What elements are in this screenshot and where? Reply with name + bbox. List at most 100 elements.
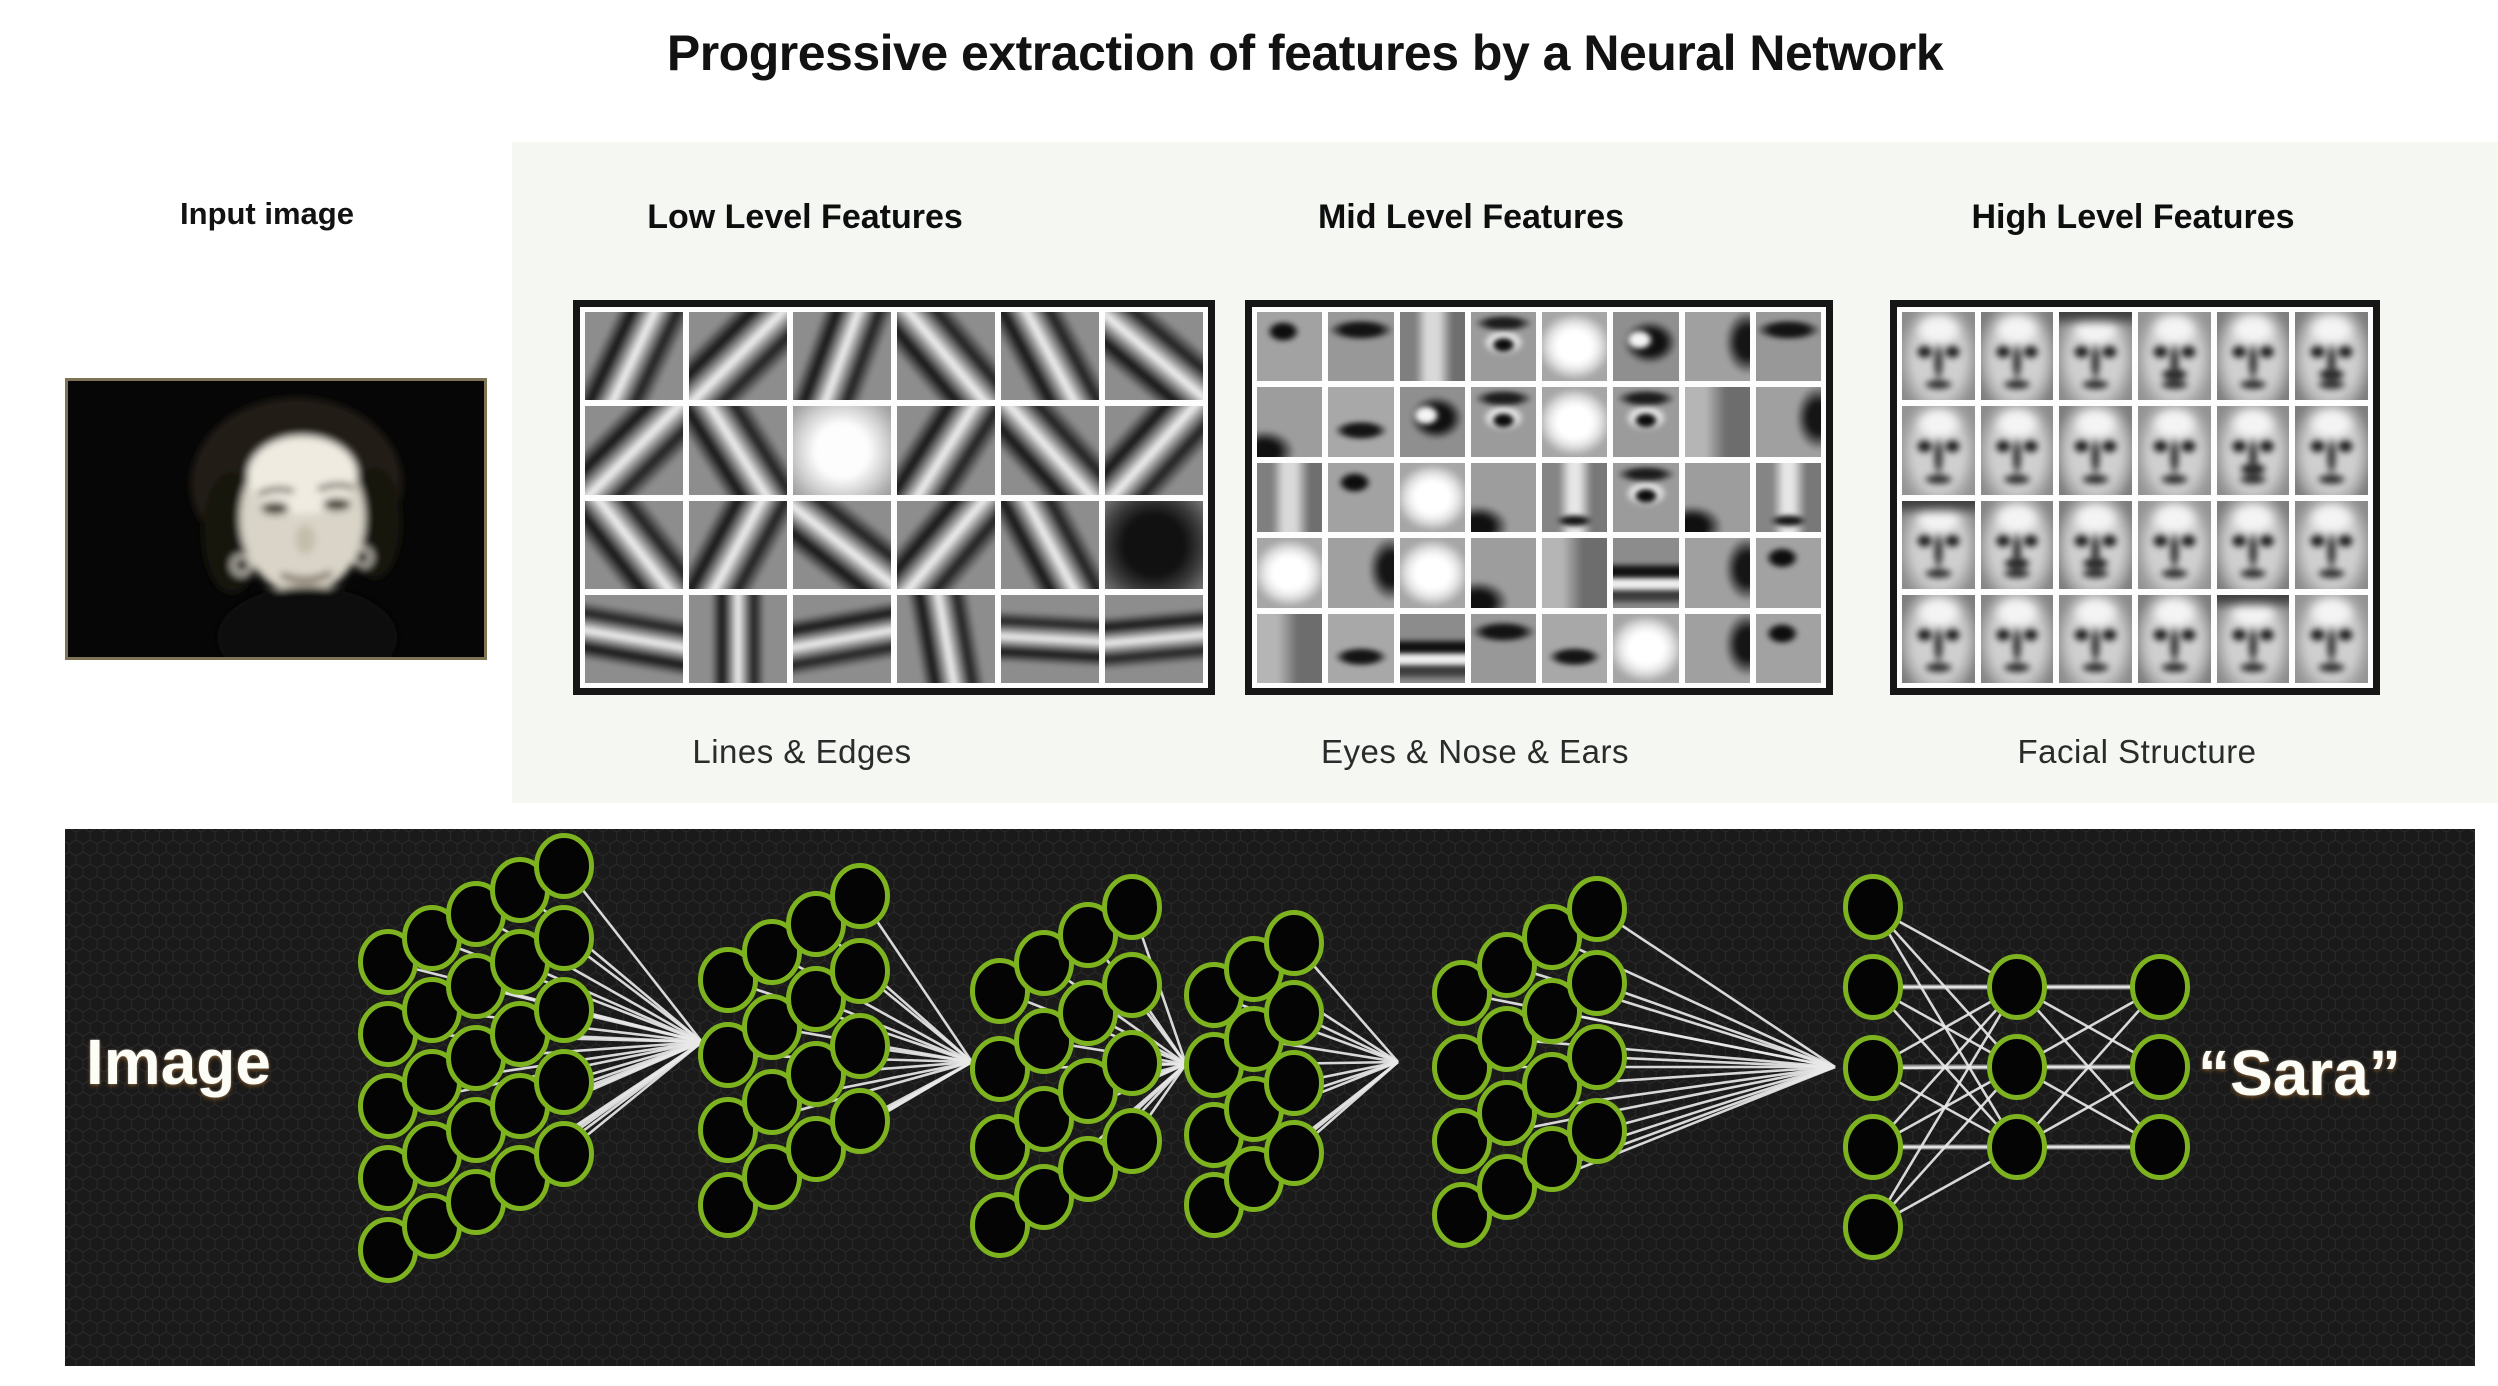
low-feature-tile xyxy=(689,312,787,401)
network-node xyxy=(698,947,758,1013)
network-node xyxy=(1477,1080,1537,1146)
high-feature-tile-image xyxy=(1980,406,2054,495)
network-node xyxy=(1058,980,1118,1046)
network-node xyxy=(1014,1086,1074,1152)
mid-feature-tile-image xyxy=(1755,613,1821,683)
high-feature-tile xyxy=(2216,500,2290,589)
low-level-title: Low Level Features xyxy=(647,198,963,236)
low-feature-tile xyxy=(793,500,891,589)
mid-feature-tile-image xyxy=(1399,538,1465,608)
network-node xyxy=(534,1049,594,1115)
fc-link xyxy=(1872,1066,2018,1228)
network-node xyxy=(1843,1114,1903,1180)
network-node xyxy=(1843,874,1903,940)
high-feature-tile-image xyxy=(2059,500,2132,589)
mid-feature-tile xyxy=(1328,462,1394,533)
low-feature-tile xyxy=(897,500,995,589)
low-feature-tile xyxy=(793,406,891,495)
network-node xyxy=(786,966,846,1032)
mid-feature-tile xyxy=(1399,312,1465,382)
mid-feature-tile-image xyxy=(1470,613,1536,683)
funnel-link xyxy=(858,895,974,1063)
mid-feature-tile-image xyxy=(1755,387,1821,457)
mid-feature-tile xyxy=(1399,613,1465,683)
mid-feature-tile xyxy=(1399,538,1465,608)
network-nodes xyxy=(358,833,2190,1283)
mid-feature-tile-image xyxy=(1613,538,1679,608)
low-feature-tile xyxy=(793,312,891,401)
mid-feature-tile-image xyxy=(1328,538,1394,608)
mid-feature-tile-image xyxy=(1257,538,1323,608)
mid-feature-tile-image xyxy=(1257,613,1323,683)
input-image-label: Input image xyxy=(180,196,354,231)
mid-feature-tile-image xyxy=(1613,312,1679,382)
low-feature-tile xyxy=(1105,312,1203,401)
high-feature-tile-image xyxy=(2216,312,2290,401)
high-feature-tile-image xyxy=(2059,312,2132,401)
mid-feature-tile-image xyxy=(1755,312,1821,382)
low-feature-tile-image xyxy=(1105,500,1203,589)
low-feature-tile-image xyxy=(689,406,787,495)
network-graphic xyxy=(65,829,2475,1366)
mid-feature-tile-image xyxy=(1613,613,1679,683)
mid-feature-tile xyxy=(1257,538,1323,608)
low-feature-tile xyxy=(1001,312,1099,401)
network-node xyxy=(2130,954,2190,1020)
low-feature-tile xyxy=(585,594,683,683)
mid-feature-tile-image xyxy=(1755,538,1821,608)
network-node xyxy=(2130,1114,2190,1180)
mid-feature-tile xyxy=(1684,462,1750,533)
mid-feature-tile-image xyxy=(1542,462,1608,533)
network-node xyxy=(1987,1034,2047,1100)
high-feature-tile-image xyxy=(1980,594,2054,683)
network-node xyxy=(1843,954,1903,1020)
high-feature-tile-image xyxy=(1902,406,1975,495)
network-node xyxy=(534,833,594,899)
network-node xyxy=(698,1022,758,1088)
network-node xyxy=(786,1116,846,1182)
high-feature-tile-image xyxy=(1980,312,2054,401)
mid-feature-tile-image xyxy=(1684,538,1750,608)
low-feature-tile-image xyxy=(689,500,787,589)
network-node xyxy=(970,1192,1030,1258)
network-node xyxy=(1522,1052,1582,1118)
network-node xyxy=(1102,1108,1162,1174)
mid-feature-tile xyxy=(1399,462,1465,533)
funnel-link xyxy=(1551,1009,1836,1069)
high-feature-tile-image xyxy=(2059,594,2132,683)
high-feature-tile xyxy=(1980,594,2054,683)
high-feature-tile-image xyxy=(2295,406,2368,495)
high-feature-tile-image xyxy=(2059,406,2132,495)
low-feature-tile xyxy=(689,500,787,589)
low-feature-tile-image xyxy=(585,406,683,495)
network-node xyxy=(1987,1114,2047,1180)
fc-link xyxy=(1872,986,2018,1148)
high-feature-tile xyxy=(2295,406,2368,495)
mid-feature-tile xyxy=(1613,462,1679,533)
input-photo xyxy=(65,378,487,660)
low-level-grid xyxy=(573,300,1215,695)
low-feature-tile-image xyxy=(585,312,683,401)
mid-feature-tile-image xyxy=(1613,462,1679,533)
mid-feature-tile-image xyxy=(1328,462,1394,533)
fc-link xyxy=(2016,986,2161,1148)
high-feature-tile xyxy=(2137,594,2211,683)
low-feature-tile-image xyxy=(689,312,787,401)
mid-feature-tile-image xyxy=(1755,462,1821,533)
mid-feature-tile-image xyxy=(1399,613,1465,683)
low-feature-tile-image xyxy=(1001,500,1099,589)
funnel-link xyxy=(519,960,703,1044)
network-node xyxy=(1522,1126,1582,1192)
low-feature-tile xyxy=(1105,594,1203,683)
mid-feature-tile-image xyxy=(1684,613,1750,683)
network-node xyxy=(1264,1120,1324,1186)
low-feature-tile-image xyxy=(793,594,891,683)
mid-feature-tile xyxy=(1755,312,1821,382)
mid-feature-tile xyxy=(1542,538,1608,608)
network-node xyxy=(534,977,594,1043)
mid-feature-tile-image xyxy=(1542,387,1608,457)
page-title: Progressive extraction of features by a … xyxy=(666,25,1944,81)
mid-feature-tile xyxy=(1542,613,1608,683)
network-node xyxy=(1014,930,1074,996)
network-node xyxy=(1014,1008,1074,1074)
